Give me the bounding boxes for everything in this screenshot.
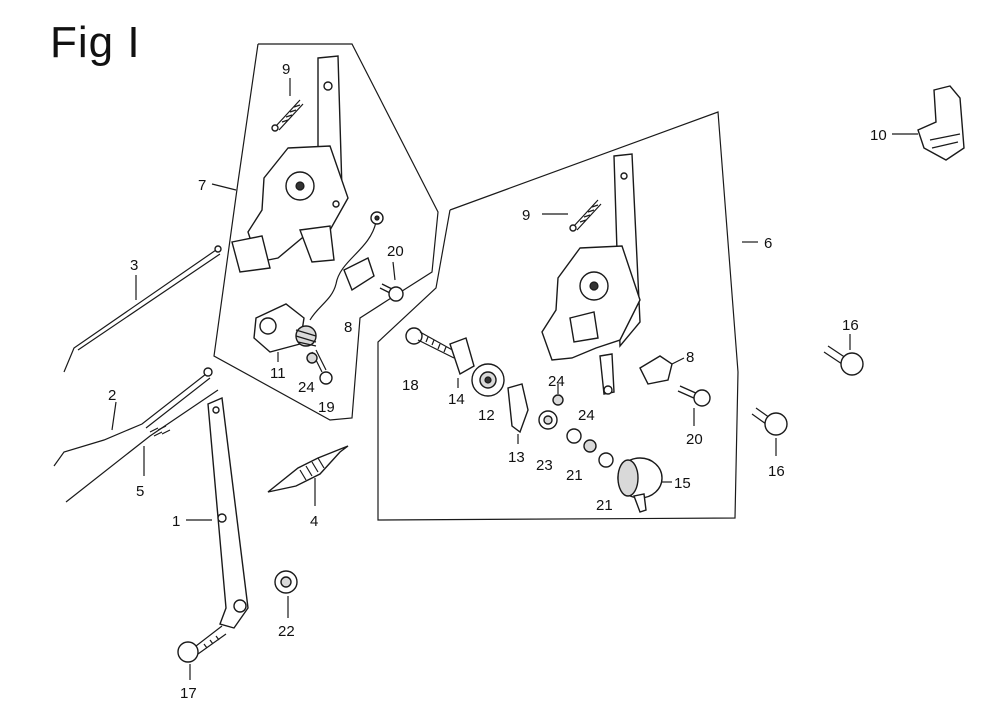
lever-plate-7 — [231, 55, 349, 273]
assembly-boundary-left — [213, 43, 439, 421]
callout-5: 5 — [136, 483, 144, 500]
throttle-rod-3 — [63, 245, 222, 373]
figure-title: Fig I — [50, 18, 141, 67]
washer-24-mid — [552, 394, 564, 406]
collar-14 — [449, 337, 475, 376]
callout-22: 22 — [278, 623, 295, 640]
callout-19: 19 — [318, 399, 335, 416]
lever-plate-6 — [541, 153, 641, 395]
governor-spring-5 — [65, 389, 219, 503]
bolt-18 — [405, 327, 457, 359]
washer-23-hole — [543, 415, 553, 425]
screw-19 — [311, 349, 333, 385]
callout-18: 18 — [402, 377, 419, 394]
callout-11: 11 — [270, 365, 286, 382]
governor-arm-1 — [207, 396, 249, 629]
callout-4: 4 — [310, 513, 318, 530]
spring-9-right — [569, 199, 602, 232]
leader-2 — [111, 401, 117, 431]
nut-21-b — [598, 452, 614, 468]
callout-20-left: 20 — [387, 243, 404, 260]
cable-clamp-10 — [917, 85, 965, 161]
callout-12: 12 — [478, 407, 495, 424]
callout-1: 1 — [172, 513, 180, 530]
callout-6: 6 — [764, 235, 772, 252]
callout-9-right: 9 — [522, 207, 530, 224]
callout-20-right: 20 — [686, 431, 703, 448]
callout-15: 15 — [674, 475, 691, 492]
bolt-20-left — [379, 283, 404, 302]
ground-wire — [309, 211, 384, 321]
callout-14: 14 — [448, 391, 465, 408]
clip-8-left — [343, 257, 375, 292]
callout-24-right: 24 — [578, 407, 595, 424]
callout-9-left: 9 — [282, 61, 290, 78]
control-knob-15 — [617, 457, 663, 513]
callout-21-b: 21 — [596, 497, 613, 514]
callout-7: 7 — [198, 177, 206, 194]
stop-switch-11 — [253, 303, 317, 353]
bolt-16-lower — [751, 407, 788, 436]
assembly-boundary-right — [377, 111, 739, 521]
leader-20-left — [392, 261, 396, 281]
plate-13 — [507, 383, 529, 434]
washer-24-left — [306, 352, 318, 364]
friction-disc-12 — [471, 363, 505, 397]
callout-10: 10 — [870, 127, 887, 144]
callout-24-mid: 24 — [548, 373, 565, 390]
spring-9-left — [271, 99, 304, 132]
bolt-17 — [177, 625, 227, 663]
nut-21-a — [566, 428, 582, 444]
callout-8-right: 8 — [686, 349, 694, 366]
callout-21-a: 21 — [566, 467, 583, 484]
spring-4 — [267, 445, 349, 493]
callout-17: 17 — [180, 685, 197, 702]
bolt-16-upper — [823, 345, 864, 376]
callout-3: 3 — [130, 257, 138, 274]
nut-22 — [274, 570, 298, 594]
callout-2: 2 — [108, 387, 116, 404]
callout-23: 23 — [536, 457, 553, 474]
callout-13: 13 — [508, 449, 525, 466]
leader-8-right — [671, 357, 685, 365]
washer-24-right — [583, 439, 597, 453]
callout-16-lower: 16 — [768, 463, 785, 480]
bolt-20-right — [677, 385, 711, 407]
callout-8-left: 8 — [344, 319, 352, 336]
leader-7 — [211, 183, 237, 191]
clip-8-right — [639, 355, 673, 385]
governor-rod-2 — [53, 367, 213, 467]
callout-24-left: 24 — [298, 379, 315, 396]
callout-16-upper: 16 — [842, 317, 859, 334]
